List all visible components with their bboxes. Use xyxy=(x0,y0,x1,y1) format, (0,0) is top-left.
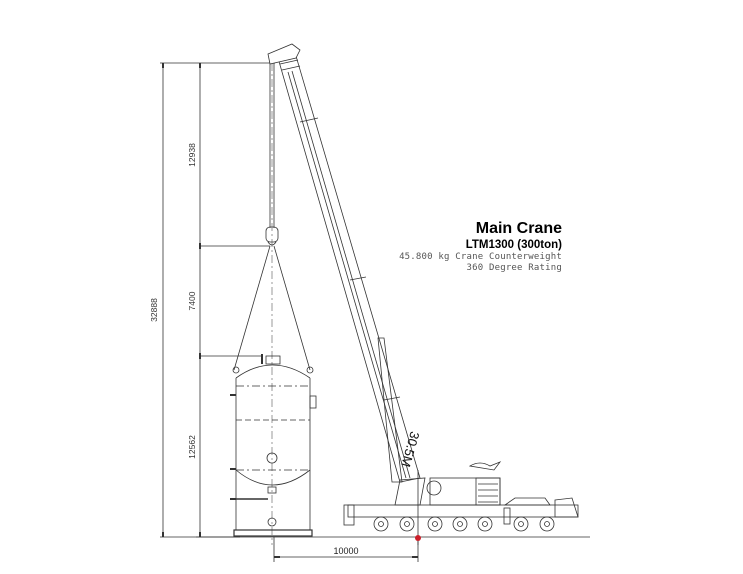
wheels xyxy=(373,516,555,532)
counterweight-spec: 45.800 kg Crane Counterweight xyxy=(399,252,562,262)
crane-boom xyxy=(267,43,421,483)
vessel xyxy=(230,354,317,537)
crane-model: LTM1300 (300ton) xyxy=(465,239,562,251)
rating-spec: 360 Degree Rating xyxy=(466,263,562,273)
crane-title-block: Main Crane LTM1300 (300ton) 45.800 kg Cr… xyxy=(399,220,562,274)
dim-hook-upper: 12938 xyxy=(187,143,197,167)
dim-radius: 10000 xyxy=(333,546,358,556)
dim-vessel-height: 12562 xyxy=(187,435,197,459)
crane-title: Main Crane xyxy=(475,220,562,237)
crane-carrier xyxy=(343,461,579,526)
slew-center-marker xyxy=(415,535,421,541)
dim-total-height: 32888 xyxy=(149,298,159,322)
dim-sling-height: 7400 xyxy=(187,291,197,310)
